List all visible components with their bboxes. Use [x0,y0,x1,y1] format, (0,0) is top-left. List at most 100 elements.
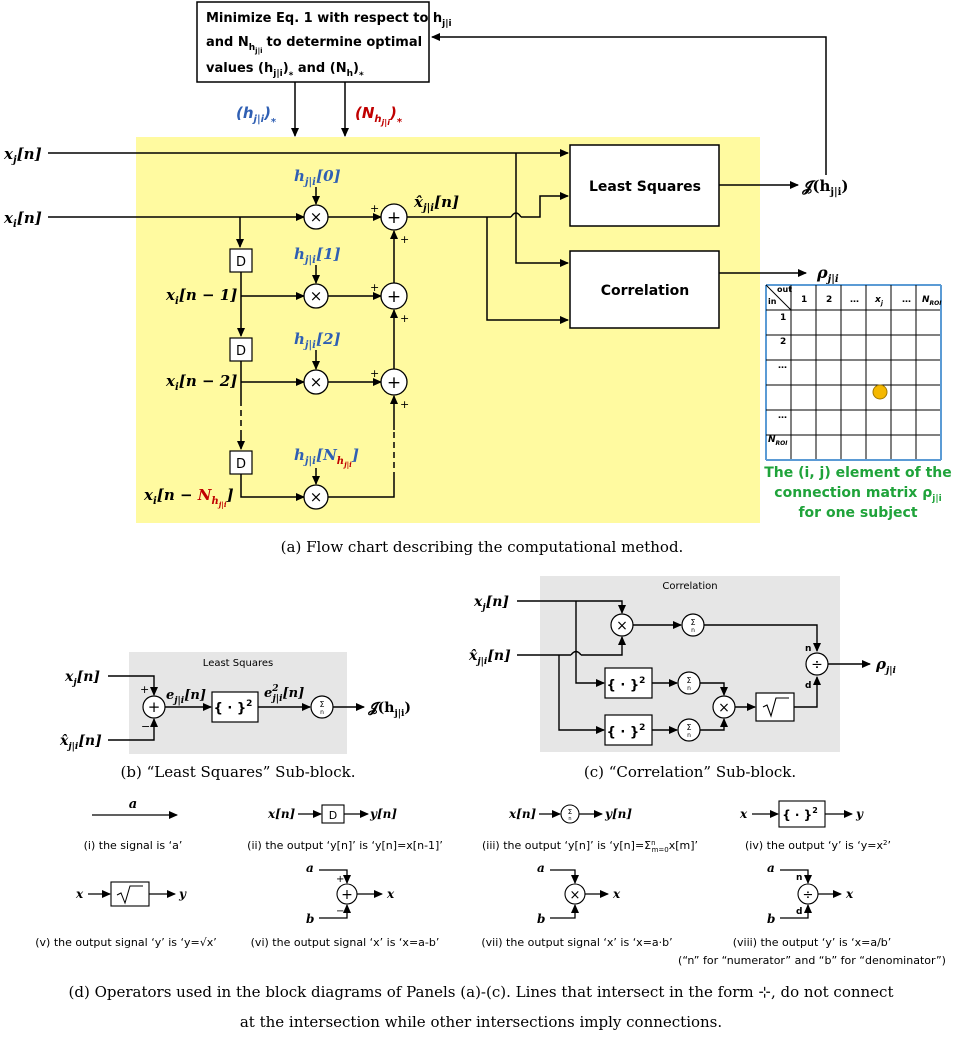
b-minus-sign: − [141,720,150,733]
b-plus-sign: + [140,683,149,696]
coef-h1: hj|i[1] [294,245,341,266]
coef-h2: hj|i[2] [294,330,341,351]
c-sumbot-to-mult [700,718,728,731]
c-square-label-2: { · }2 [607,723,646,740]
b-xj-line [108,675,158,696]
d-iv-out: y [855,807,864,821]
d-vii-multiplier: × [564,883,586,905]
c-multiplier-bottom: × [712,695,736,719]
d-vi-minus: − [336,906,344,917]
c-xhat-hop [570,650,582,656]
d-iii-out: y[n] [604,807,632,821]
matrix-col-1: 1 [801,295,807,305]
d-vi-text: (vi) the output signal ‘x’ is ‘x=a-b’ [251,936,440,949]
minimize-line3: values (hj|i)* and (Nh)* [206,61,364,81]
svg-text:n: n [687,685,691,692]
delay-label-3: D [236,457,246,472]
adder-1: + [380,282,408,310]
svg-text:n: n [320,709,324,716]
d-ii-text: (ii) the output ‘y[n]’ is ‘y[n]=x[n-1]’ [247,839,443,852]
d-viii-a-line [780,869,812,884]
xhat-to-corr [486,217,569,324]
matrix-col-2: 2 [826,295,832,305]
c-d-label: d [805,681,811,691]
c-rho-label: ρj|i [875,655,897,676]
svg-text:+: + [387,208,401,228]
panel-d: a (i) the signal is ‘a’ x[n] D y[n] (ii)… [35,797,946,1031]
d-iv-text: (iv) the output ‘y’ is ‘y=x2’ [745,839,891,852]
subblock-b-title: Least Squares [203,658,273,669]
svg-text:Σ: Σ [686,676,691,685]
delay-label-1: D [236,255,246,270]
d-i-signal-label: a [129,797,137,812]
caption-a: (a) Flow chart describing the computatio… [281,538,684,556]
d-ii-out: y[n] [369,807,397,821]
input-xi-label: xi[n] [3,209,42,230]
c-sum-bottom-icon: Σn [677,718,701,742]
c-sum-mid-icon: Σn [677,671,701,695]
d-vi-a: a [306,861,314,875]
c-xj-line [517,600,626,614]
d-v-text: (v) the output signal ‘y’ is ‘y=√x’ [35,936,217,949]
multiplier-2: × [303,369,329,395]
svg-text:n: n [687,732,691,739]
svg-text:n: n [691,627,695,634]
d-ii-in: x[n] [267,807,296,821]
multiplier-N: × [303,484,329,510]
least-squares-label: Least Squares [589,179,701,195]
caption-d-line1: (d) Operators used in the block diagrams… [69,983,894,1001]
c-sqrt-to-div [794,676,821,708]
c-xhat-label: x̂j|i[n] [468,648,511,667]
xj-to-correlation [515,153,569,267]
d-iv-box [778,800,826,828]
svg-text:Σ: Σ [686,723,691,732]
xi-nN-label: xi[n − Nhj|i] [143,486,234,509]
svg-text:+: + [341,887,353,903]
matrix-row-dots2: … [778,411,787,421]
svg-text:+: + [387,373,401,393]
green-text-line2: connection matrix ρj|i [774,485,941,504]
minimize-line1: Minimize Eq. 1 with respect to hj|i [206,11,452,29]
adder2-plus-left: + [370,367,379,380]
svg-text:Σ: Σ [568,808,572,816]
d-v-in: x [75,887,84,901]
c-multiplier-top: × [610,613,634,637]
correlation-label: Correlation [601,283,690,299]
c-square-label-1: { · }2 [607,676,646,693]
adder-0: + [380,203,408,231]
mult-out-N [328,478,395,498]
d-i-text: (i) the signal is ‘a’ [84,839,183,852]
d-viii-d: d [796,907,802,917]
c-square-box-2 [604,714,653,746]
c-xj-branch [575,601,605,687]
matrix-col-dots1: … [850,295,859,305]
svg-text:n: n [568,816,571,822]
caption-c: (c) “Correlation” Sub-block. [584,763,796,781]
svg-text:+: + [387,287,401,307]
multiplier-1: × [303,283,329,309]
matrix-corner-diagonal [765,284,792,311]
d-vii-text: (vii) the output signal ‘x’ is ‘x=a·b’ [481,936,672,949]
svg-text:×: × [310,208,323,226]
matrix-highlight-dot [872,384,888,400]
c-sqrt-symbol [762,697,789,718]
matrix-row-dots1: … [778,361,787,371]
adder0-plus-left: + [370,202,379,215]
matrix-out-label: out [777,285,792,294]
d-v-sqrt-icon [116,885,143,905]
d-viii-a: a [767,861,775,875]
d-viii-n: n [796,873,802,883]
delay-label-2: D [236,344,246,359]
svg-text:+: + [148,698,161,716]
d-vi-b-line [319,904,351,919]
minimize-box [196,1,430,83]
d-viii-text: (viii) the output ‘y’ is ‘x=a/b’ [733,936,892,949]
b-xhat-label: x̂j|i[n] [59,733,102,752]
d-viii-b: b [767,912,775,926]
adder-2: + [380,368,408,396]
svg-text:÷: ÷ [803,888,814,903]
d-vi-b: b [306,912,314,926]
d-vi-a-line [319,869,351,884]
